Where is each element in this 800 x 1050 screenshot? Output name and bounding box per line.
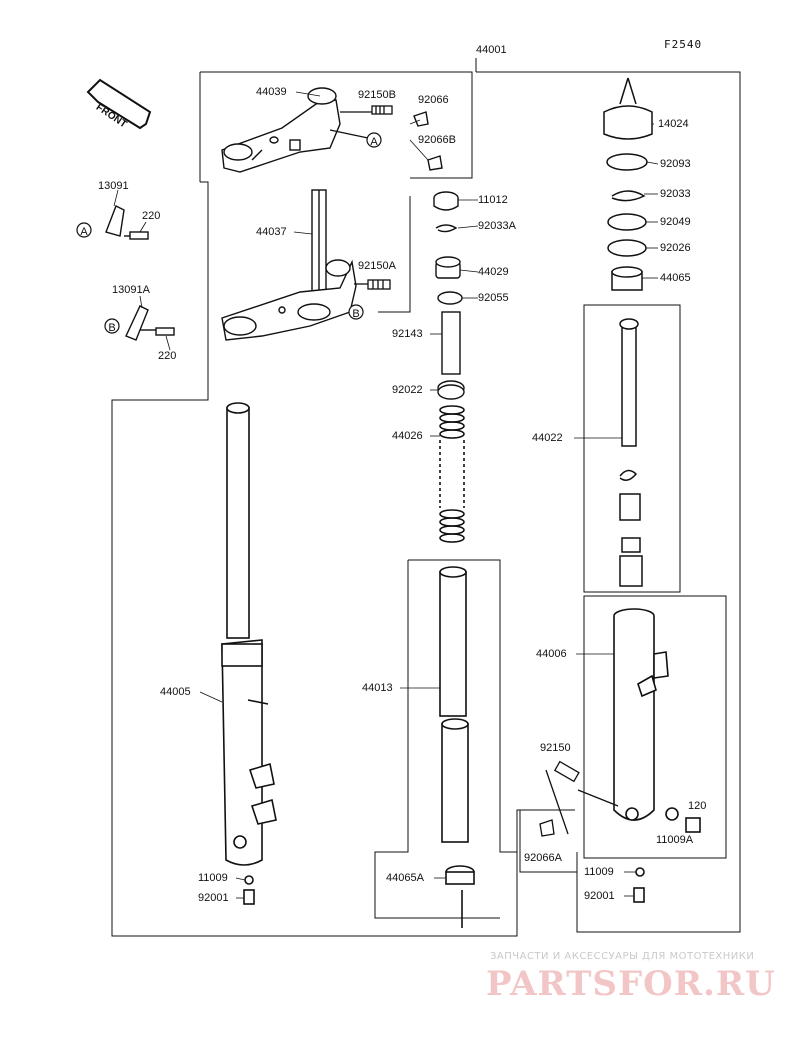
part-label-92055: 92055 — [478, 292, 509, 304]
figure-code: F2540 — [664, 38, 703, 51]
part-label-44022: 44022 — [532, 432, 563, 444]
front-arrow — [86, 78, 152, 130]
part-label-92033: 92033 — [660, 188, 691, 200]
part-label-92150: 92150 — [540, 742, 571, 754]
part-label-92033a: 92033A — [478, 220, 516, 232]
part-label-44065a: 44065A — [386, 872, 424, 884]
part-label-92150a: 92150A — [358, 260, 396, 272]
part-label-92026: 92026 — [660, 242, 691, 254]
assembly-outline — [200, 71, 473, 179]
part-label-11009-right: 11009 — [584, 866, 614, 878]
left-fork-leg — [221, 402, 277, 905]
part-label-92093: 92093 — [660, 158, 691, 170]
part-label-44005: 44005 — [160, 686, 191, 698]
part-label-92001-left: 92001 — [198, 892, 229, 904]
inner-tube — [439, 566, 475, 928]
part-label-220-b: 220 — [158, 350, 177, 362]
damper-rod-box — [583, 304, 681, 593]
part-label-220-a: 220 — [142, 210, 161, 222]
part-label-13091: 13091 — [98, 180, 129, 192]
watermark-logo: PARTSFOR.RU — [486, 964, 776, 1004]
bracket-13091a — [125, 305, 175, 341]
part-label-92066b: 92066B — [418, 134, 456, 146]
part-label-44039: 44039 — [256, 86, 287, 98]
outer-tube-box — [583, 595, 727, 859]
callout-a-upper-letter: A — [370, 136, 378, 148]
callout-b-bracket-letter: B — [108, 322, 116, 334]
callout-b-stem-letter: B — [352, 308, 360, 320]
part-label-92150b: 92150B — [358, 89, 396, 101]
callout-a-bracket — [76, 222, 92, 238]
steering-stem — [221, 189, 357, 341]
part-label-92001-right: 92001 — [584, 890, 615, 902]
part-label-44013: 44013 — [362, 682, 393, 694]
part-label-92022: 92022 — [392, 384, 423, 396]
part-label-44065: 44065 — [660, 272, 691, 284]
part-label-120: 120 — [688, 800, 707, 812]
callout-a-upper — [366, 132, 382, 148]
part-label-44026: 44026 — [392, 430, 423, 442]
watermark-tagline: ЗАПЧАСТИ И АКСЕССУАРЫ ДЛЯ МОТОТЕХНИКИ — [490, 951, 755, 962]
part-label-92049: 92049 — [660, 216, 691, 228]
right-fork-leg — [613, 608, 701, 903]
part-label-13091a: 13091A — [112, 284, 150, 296]
callout-a-bracket-letter: A — [80, 226, 88, 238]
part-label-11009-left: 11009 — [198, 872, 228, 884]
part-label-44006: 44006 — [536, 648, 567, 660]
part-label-11012: 11012 — [478, 194, 508, 206]
part-label-92066a: 92066A — [524, 852, 562, 864]
bracket-13091 — [105, 205, 149, 240]
part-label-14024: 14024 — [658, 118, 689, 130]
fork-spring — [439, 405, 465, 543]
upper-triple-clamp — [221, 87, 341, 173]
part-label-44037: 44037 — [256, 226, 287, 238]
part-label-11009a: 11009A — [656, 834, 694, 846]
part-label-44001: 44001 — [476, 44, 507, 56]
part-label-44029: 44029 — [478, 266, 509, 278]
part-label-92143: 92143 — [392, 328, 423, 340]
callout-b-stem — [348, 304, 364, 320]
spring-box — [408, 559, 517, 853]
part-label-92066: 92066 — [418, 94, 449, 106]
callout-b-bracket — [104, 318, 120, 334]
damper-rod — [619, 318, 643, 587]
